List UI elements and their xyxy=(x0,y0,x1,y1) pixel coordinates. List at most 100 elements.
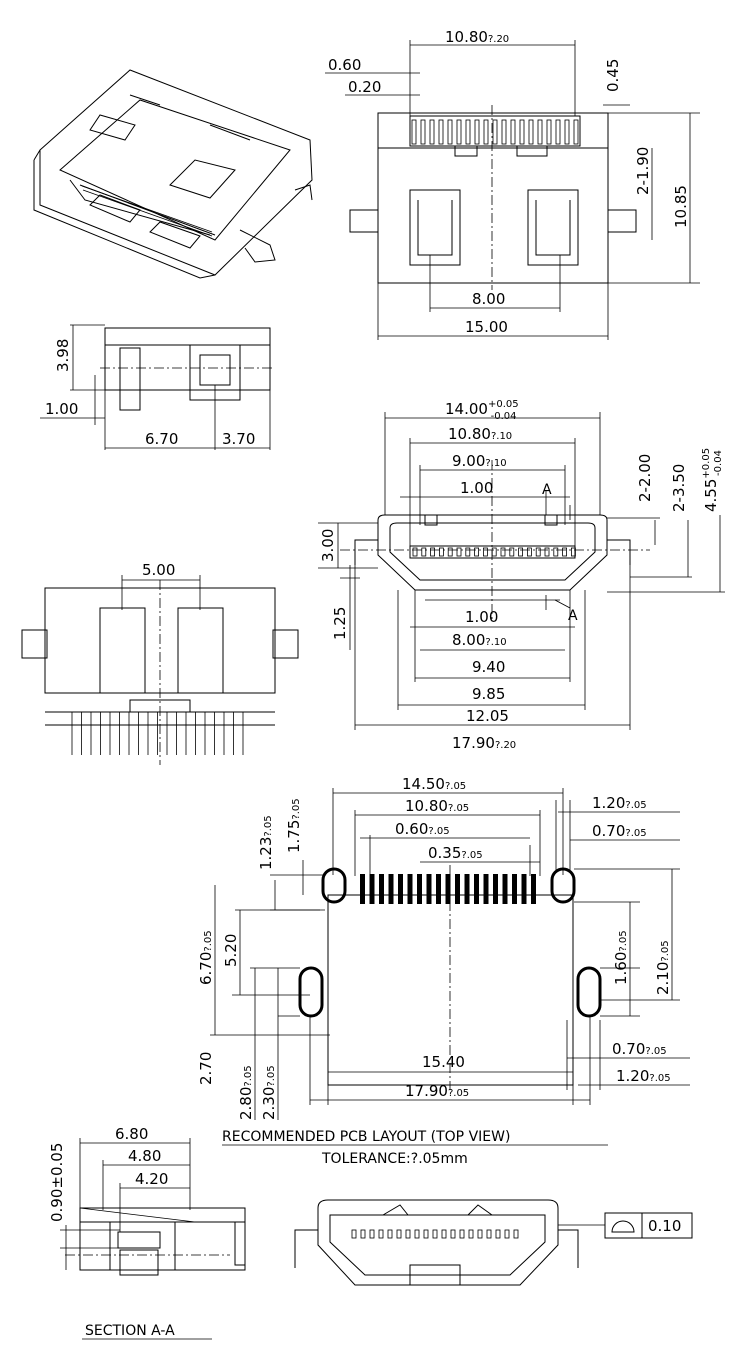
dim-1500: 15.00 xyxy=(465,318,508,336)
front-pin xyxy=(465,547,471,557)
dim-230: 2.30?.05 xyxy=(260,1065,278,1120)
front-pin xyxy=(447,547,453,557)
front-pin xyxy=(456,547,462,557)
dim-270: 2.70 xyxy=(197,1052,215,1085)
dim-800: 8.00 xyxy=(472,290,505,308)
pcb-mount-pad-bl xyxy=(298,966,324,1018)
dim-2-190: 2-1.90 xyxy=(634,147,652,195)
front-pin xyxy=(482,547,488,557)
dim-045: 0.45 xyxy=(604,59,622,92)
dim-1450: 14.50?.05 xyxy=(402,775,466,793)
isometric-view xyxy=(33,69,313,279)
top-pin xyxy=(420,119,426,145)
dim-985: 9.85 xyxy=(472,685,505,703)
pcb-mount-pad-br xyxy=(576,966,602,1018)
signal-pad xyxy=(474,874,479,904)
front-pin xyxy=(518,547,523,557)
front-view: 14.00+0.05-0.04 10.80?.10 9.00?.10 1.00 … xyxy=(318,399,725,752)
front2-pin xyxy=(477,1229,483,1239)
top-pin xyxy=(546,119,552,145)
pcb-signal-pads xyxy=(360,874,536,904)
front2-pin xyxy=(459,1229,465,1239)
signal-pad xyxy=(531,874,536,904)
dim-680: 6.80 xyxy=(115,1125,148,1143)
section-a-a: 6.80 4.80 4.20 0.90±0.05 SECTION A-A xyxy=(48,1125,246,1340)
bottom-pins xyxy=(71,712,244,755)
dim-800: 8.00?.10 xyxy=(452,631,507,649)
front-pin xyxy=(412,547,418,557)
dim-125: 1.25 xyxy=(331,607,349,640)
front-pin xyxy=(430,547,436,557)
pcb-layout: 14.50?.05 10.80?.05 0.60?.05 0.35?.05 1.… xyxy=(197,775,690,1167)
signal-pad xyxy=(426,874,432,904)
front2-pin xyxy=(450,1229,456,1239)
top-pin xyxy=(528,119,534,145)
dim-455: 4.55+0.05-0.04 xyxy=(701,448,724,512)
dim-100: 1.00 xyxy=(45,400,78,418)
front2-pin xyxy=(513,1229,519,1239)
signal-pad xyxy=(464,874,470,904)
top-pin xyxy=(501,119,507,145)
dim-940: 9.40 xyxy=(472,658,505,676)
top-pin xyxy=(447,119,453,145)
top-pin xyxy=(519,119,525,145)
front-pin xyxy=(571,547,576,557)
signal-pad xyxy=(379,874,384,904)
top-pin xyxy=(510,119,516,145)
front-pin xyxy=(509,547,515,557)
dim-035: 0.35?.05 xyxy=(428,844,483,862)
top-pin xyxy=(411,119,417,145)
dim-123: 1.23?.05 xyxy=(257,815,275,870)
iso-pin-row xyxy=(81,185,213,237)
front-pin xyxy=(500,547,506,557)
front2-pin xyxy=(495,1229,501,1239)
dim-pitch-span: 10.80?.20 xyxy=(445,28,509,46)
dim-160: 1.60?.05 xyxy=(612,930,630,985)
front2-pin xyxy=(360,1229,366,1239)
top-pin xyxy=(573,119,579,145)
dim-1790: 17.90?.05 xyxy=(405,1082,469,1100)
front2-pin xyxy=(468,1229,474,1239)
dim-300: 3.00 xyxy=(319,529,337,562)
front2-pin xyxy=(504,1229,510,1239)
front2-pin xyxy=(387,1229,393,1239)
dim-500: 5.00 xyxy=(142,561,175,579)
front2-pin xyxy=(423,1229,429,1239)
dim-900: 9.00?.10 xyxy=(452,452,507,470)
dim-070-top: 0.70?.05 xyxy=(592,822,647,840)
top-view: 10.80?.20 0.60 0.20 0.45 2-1.90 10.85 8.… xyxy=(325,28,700,340)
dim-1080: 10.80?.05 xyxy=(405,797,469,815)
signal-pad xyxy=(417,874,422,904)
dim-020: 0.20 xyxy=(348,78,381,96)
top-pin xyxy=(564,119,570,145)
front2-pin xyxy=(432,1229,438,1239)
front-pin xyxy=(553,547,559,557)
dim-070-bot: 0.70?.05 xyxy=(612,1040,667,1058)
profile-symbol-icon xyxy=(611,1220,635,1233)
dim-2-350: 2-3.50 xyxy=(670,464,688,512)
dim-060: 0.60?.05 xyxy=(395,820,450,838)
signal-pad xyxy=(436,874,441,904)
dim-120-top: 1.20?.05 xyxy=(592,794,647,812)
front2-pin xyxy=(351,1229,357,1239)
dim-100-bot: 1.00 xyxy=(465,608,498,626)
dim-120-bot: 1.20?.05 xyxy=(616,1067,671,1085)
signal-pad xyxy=(388,874,394,904)
dim-175: 1.75?.05 xyxy=(285,798,303,853)
top-pin xyxy=(438,119,444,145)
dim-670: 6.70 xyxy=(145,430,178,448)
side-view: 3.98 1.00 6.70 3.70 xyxy=(40,324,275,450)
top-pin xyxy=(465,119,471,145)
top-pin xyxy=(474,119,480,145)
section-mark-bot: A xyxy=(568,608,578,624)
signal-pad xyxy=(407,874,413,904)
dim-398: 3.98 xyxy=(54,339,72,372)
dim-1540: 15.40 xyxy=(422,1053,465,1071)
front2-pin xyxy=(441,1229,447,1239)
signal-pad xyxy=(398,874,403,904)
front-pin xyxy=(474,547,480,557)
signal-pad xyxy=(360,874,365,904)
front-pin xyxy=(544,547,550,557)
dim-1790: 17.90?.20 xyxy=(452,734,516,752)
dim-1400: 14.00+0.05-0.04 xyxy=(445,399,519,422)
